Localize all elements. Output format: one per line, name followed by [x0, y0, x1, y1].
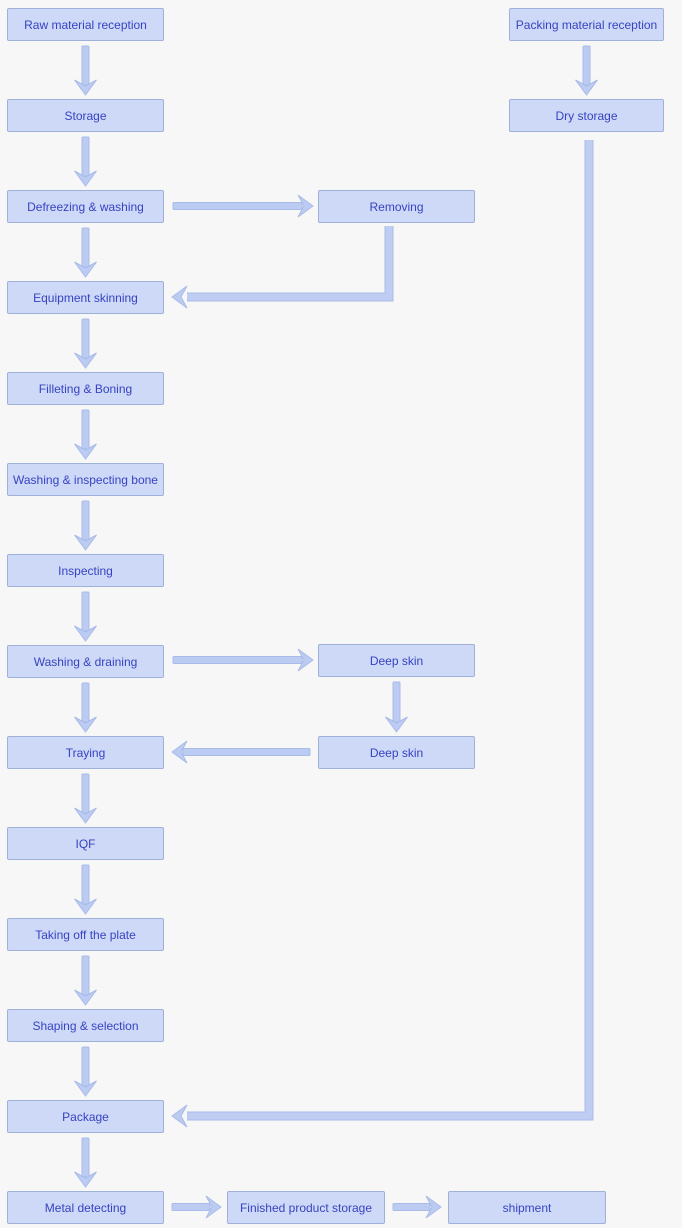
node-iqf: IQF: [7, 827, 164, 860]
edge-deep-skin-to-traying: [171, 740, 311, 764]
node-shipment: shipment: [448, 1191, 606, 1224]
node-traying: Traying: [7, 736, 164, 769]
edge-defreezing-to-equipment-skinning: [74, 227, 97, 278]
edge-filleting-to-washing-inspecting: [74, 409, 97, 460]
edge-raw-material-to-storage: [74, 45, 97, 96]
edge-iqf-to-taking-off: [74, 864, 97, 915]
edge-removing-to-equipment-skinning: [171, 226, 394, 309]
edge-traying-to-iqf: [74, 773, 97, 824]
node-inspecting: Inspecting: [7, 554, 164, 587]
edge-metal-detecting-to-finished-storage: [171, 1195, 222, 1219]
edge-storage-to-defreezing: [74, 136, 97, 187]
node-washing-inspecting-bone: Washing & inspecting bone: [7, 463, 164, 496]
edge-taking-off-to-shaping: [74, 955, 97, 1006]
node-taking-off-the-plate: Taking off the plate: [7, 918, 164, 951]
edge-equipment-skinning-to-filleting: [74, 318, 97, 369]
edge-shaping-to-package: [74, 1046, 97, 1097]
edge-washing-inspecting-to-inspecting: [74, 500, 97, 551]
node-shaping-selection: Shaping & selection: [7, 1009, 164, 1042]
node-raw-material-reception: Raw material reception: [7, 8, 164, 41]
node-package: Package: [7, 1100, 164, 1133]
edge-finished-storage-to-shipment: [392, 1195, 442, 1219]
node-dry-storage: Dry storage: [509, 99, 664, 132]
edge-dry-storage-to-package: [171, 140, 594, 1128]
edge-washing-draining-to-traying: [74, 682, 97, 733]
edge-packing-material-to-dry-storage: [575, 45, 598, 96]
node-metal-detecting: Metal detecting: [7, 1191, 164, 1224]
node-deep-skin-2: Deep skin: [318, 736, 475, 769]
node-defreezing-washing: Defreezing & washing: [7, 190, 164, 223]
edge-package-to-metal-detecting: [74, 1137, 97, 1188]
edge-washing-draining-to-deep-skin: [172, 648, 314, 672]
edge-defreezing-to-removing: [172, 194, 314, 218]
node-finished-product-storage: Finished product storage: [227, 1191, 385, 1224]
edge-inspecting-to-washing-draining: [74, 591, 97, 642]
node-deep-skin-1: Deep skin: [318, 644, 475, 677]
node-storage: Storage: [7, 99, 164, 132]
edge-deep-skin-to-deep-skin: [385, 681, 408, 733]
node-equipment-skinning: Equipment skinning: [7, 281, 164, 314]
node-removing: Removing: [318, 190, 475, 223]
node-washing-draining: Washing & draining: [7, 645, 164, 678]
node-packing-material-reception: Packing material reception: [509, 8, 664, 41]
node-filleting-boning: Filleting & Boning: [7, 372, 164, 405]
